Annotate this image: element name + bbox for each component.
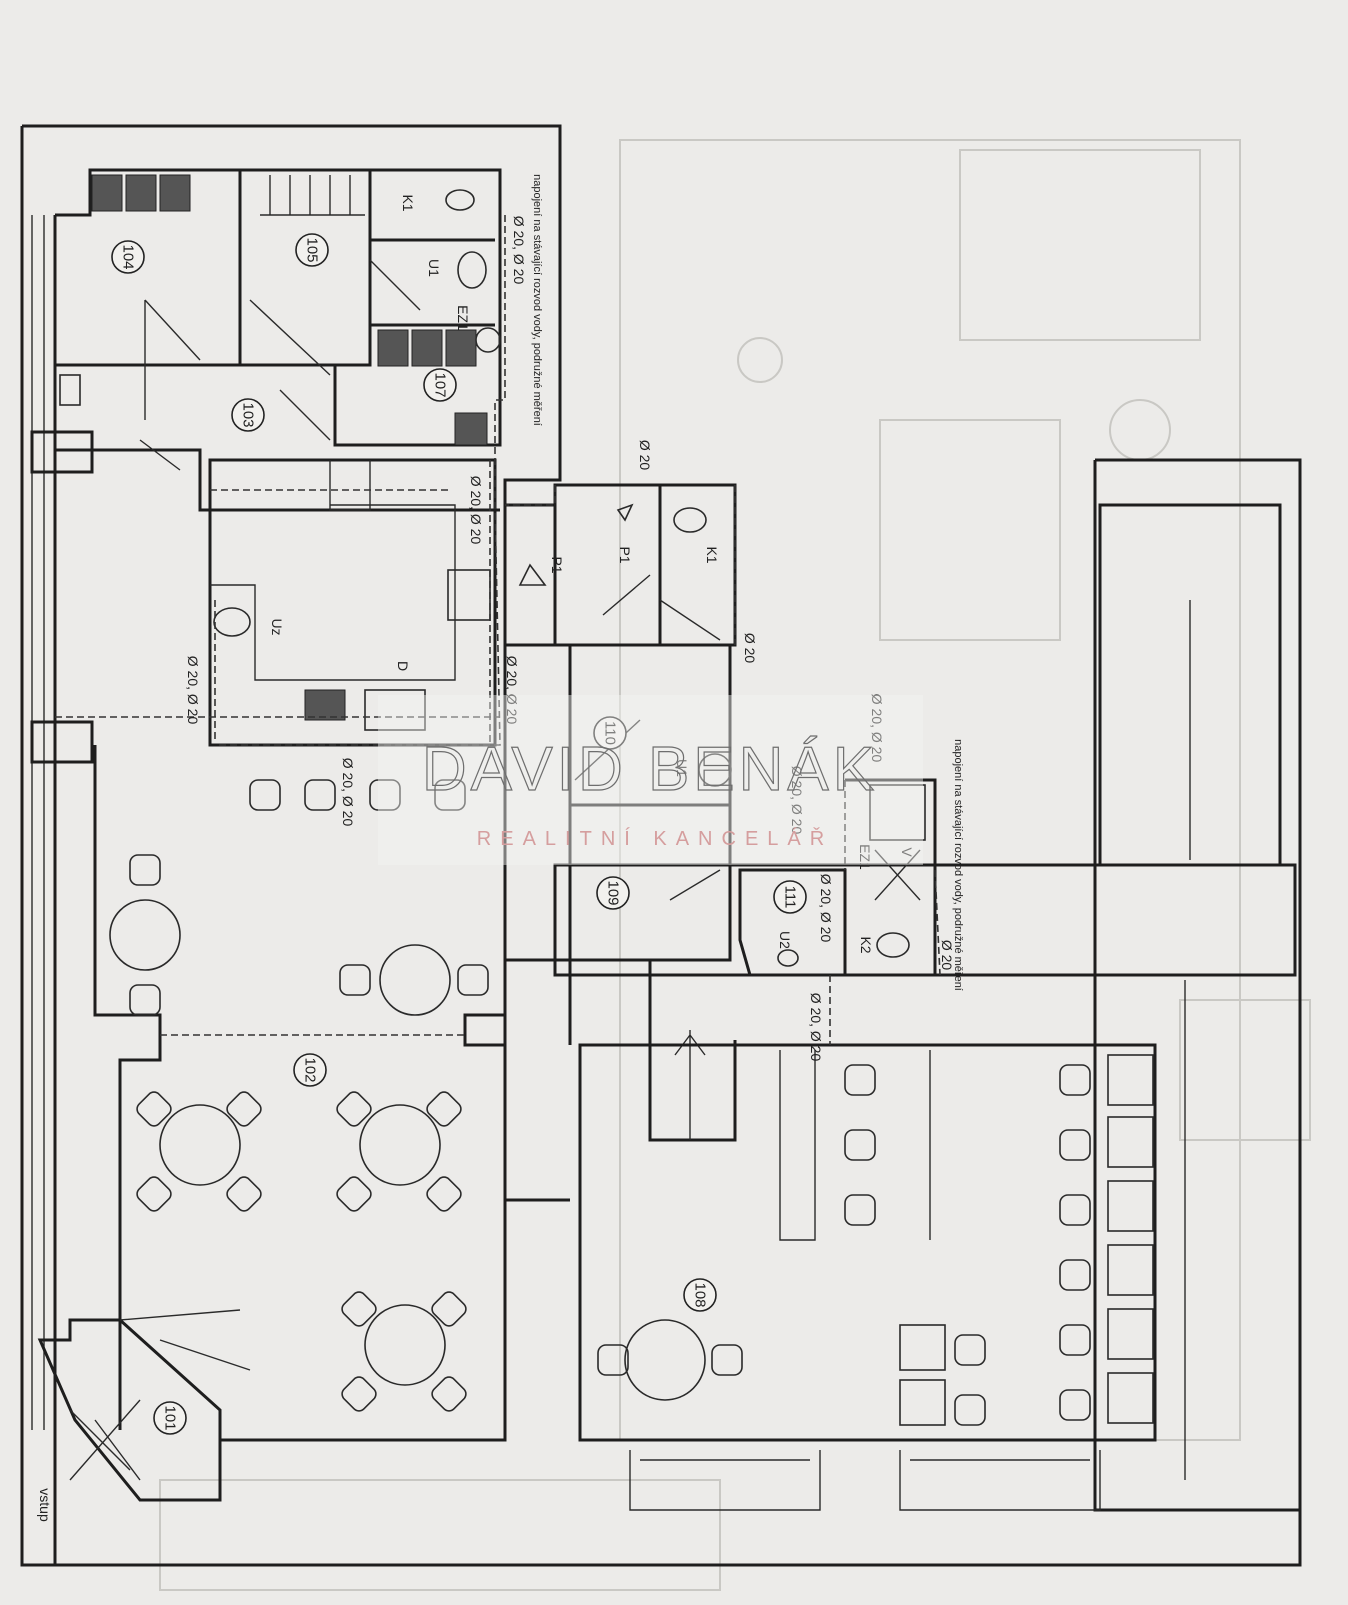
svg-text:101: 101 (162, 1405, 179, 1430)
fixture-ez1-mid: EZ1 (857, 844, 873, 870)
service-rooms (53, 168, 502, 512)
room-108 (578, 1043, 1157, 1511)
pipe-label-8: Ø 20, Ø 20 (869, 694, 885, 763)
fixture-k1-top: K1 (400, 194, 416, 211)
room-108: 108 (683, 1278, 717, 1312)
pipe-labels: Ø 20, Ø 20 Ø 20 Ø 20, Ø 20 Ø 20 Ø 20, Ø … (185, 216, 955, 1062)
pipe-label-7: Ø 20, Ø 20 (340, 758, 356, 827)
fixture-p1-a: P1 (549, 556, 565, 573)
pipe-label-10: Ø 20, Ø 20 (818, 874, 834, 943)
svg-text:105: 105 (304, 237, 321, 262)
watermark-subtitle: REALITNÍ KANCELÁŘ (477, 827, 833, 850)
room-labels: 104 105 103 107 110 109 111 102 (111, 233, 807, 1435)
fixture-k2: K2 (858, 936, 874, 953)
water-pipes (55, 215, 941, 1045)
watermark: DAVID BENÁK REALITNÍ KANCELÁŘ (378, 695, 923, 865)
fixture-k1-mid: K1 (704, 546, 720, 563)
room-111: 111 (773, 880, 807, 914)
fixture-u1-mid: U1 (674, 759, 690, 777)
pipe-label-4: Ø 20 (742, 633, 758, 664)
dining-102 (93, 745, 743, 1442)
svg-text:107: 107 (432, 372, 449, 397)
chairs (129, 779, 743, 1412)
pipe-label-11: Ø 20 (939, 940, 955, 971)
fixture-u1-top: U1 (426, 259, 442, 277)
water-note-right: napojení na stávající rozvod vody, podru… (952, 739, 964, 991)
water-note-top: napojení na stávající rozvod vody, podru… (531, 174, 543, 426)
fixture-p1-b: P1 (617, 546, 633, 563)
svg-text:108: 108 (692, 1282, 709, 1307)
entrance-101 (37, 1309, 251, 1502)
svg-text:102: 102 (302, 1057, 319, 1082)
pipe-label-3: Ø 20, Ø 20 (468, 476, 484, 545)
fixture-v: V (899, 847, 915, 857)
svg-text:110: 110 (602, 721, 619, 745)
svg-text:109: 109 (605, 880, 622, 905)
pipe-label-2: Ø 20 (637, 440, 653, 471)
room-102: 102 (293, 1053, 327, 1087)
fixture-labels: K1 U1 EZ1 P1 P1 K1 Uz D U1 EZ1 V K2 U2 (269, 194, 915, 953)
fixture-d: D (395, 661, 411, 671)
room-110: 110 (593, 716, 627, 750)
svg-text:103: 103 (240, 402, 257, 427)
svg-text:111: 111 (782, 886, 799, 909)
bar-seats (844, 1054, 1154, 1426)
fixture-uz: Uz (269, 618, 285, 635)
watermark-name: DAVID BENÁK (422, 735, 878, 804)
pipe-label-12: Ø 20, Ø 20 (808, 993, 824, 1062)
entrance-label: vstup (37, 1488, 53, 1522)
pipe-label-9: Ø 20, Ø 20 (789, 766, 805, 835)
room-105: 105 (295, 233, 329, 267)
svg-text:104: 104 (120, 244, 137, 269)
room-101: 101 (153, 1401, 187, 1435)
room-109: 109 (596, 876, 630, 910)
pipe-label-5: Ø 20, Ø 20 (504, 656, 520, 725)
pipe-label-1: Ø 20, Ø 20 (511, 216, 527, 285)
room-104: 104 (111, 240, 145, 274)
room-107: 107 (423, 368, 457, 402)
room-103: 103 (231, 398, 265, 432)
fixture-u2: U2 (777, 931, 793, 949)
fixture-ez1-top: EZ1 (455, 305, 471, 331)
pipe-label-6: Ø 20, Ø 20 (185, 656, 201, 725)
